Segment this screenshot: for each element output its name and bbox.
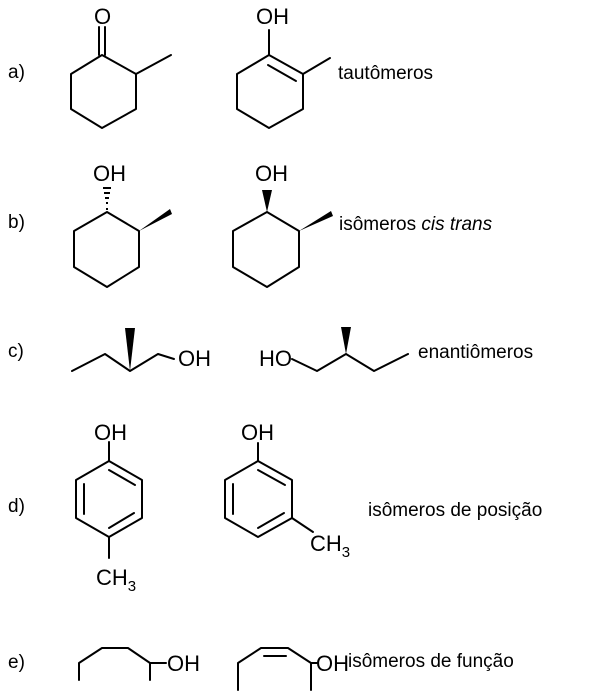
item-label: c) — [8, 341, 24, 362]
molecule-2-methylcyclohexanone: O — [70, 4, 172, 129]
aromatic-bond-1 — [257, 469, 286, 486]
relation-note: enantiômeros — [418, 342, 533, 363]
hydroxyl-label: OH — [94, 420, 127, 445]
chain-bonds — [71, 353, 175, 372]
molecule-2-methylbutanol-1: OH — [71, 328, 211, 372]
relation-note: isômeros cis trans — [339, 214, 493, 235]
aromatic-bond-2 — [108, 512, 135, 529]
item-label: b) — [8, 212, 25, 233]
molecule-trans-2-methylcyclohexanol: OH — [73, 161, 172, 288]
methyl-bond — [291, 517, 314, 533]
hydroxyl-label: HO — [259, 346, 292, 371]
hydroxyl-label: OH — [178, 346, 211, 371]
double-bond-inner — [267, 64, 297, 82]
relation-note: isômeros de função — [348, 651, 514, 672]
item-d: d) OH CH3 OH CH3 isômeros de posição — [8, 420, 542, 595]
methyl-bond — [135, 54, 172, 75]
solid-wedge-oh — [262, 190, 272, 212]
item-b: b) OH OH isômeros cis trans — [8, 161, 493, 288]
molecule-phenol: OH — [237, 647, 349, 691]
methyl-label: CH3 — [96, 565, 136, 595]
molecule-2-methylbutanol-2: HO — [259, 327, 409, 372]
methyl-label: CH3 — [310, 531, 350, 561]
molecule-cyclohexanol: OH — [78, 647, 200, 681]
relation-note: tautômeros — [338, 63, 433, 84]
item-a: a) O OH tautômeros — [8, 4, 433, 129]
ring-bonds — [73, 211, 140, 288]
item-c: c) OH HO enantiômeros — [8, 327, 533, 372]
relation-note-text: isômeros — [339, 214, 421, 235]
hydroxyl-label: OH — [256, 4, 289, 29]
hydroxyl-label: OH — [93, 161, 126, 186]
hashed-wedge-oh — [103, 187, 111, 210]
ring-bonds — [75, 460, 143, 538]
relation-note-italic: cis trans — [421, 214, 492, 235]
molecule-enol: OH — [236, 4, 331, 129]
ring-bonds — [78, 647, 151, 681]
molecule-m-cresol: OH CH3 — [224, 420, 350, 561]
methyl-label-main: CH — [310, 531, 342, 556]
solid-wedge-methyl — [139, 209, 172, 231]
molecule-cis-2-methylcyclohexanol: OH — [232, 161, 333, 288]
oxygen-atom: O — [94, 4, 111, 29]
ring-bonds — [232, 211, 300, 288]
item-label: a) — [8, 62, 25, 83]
ring-bonds — [237, 647, 312, 691]
molecule-p-cresol: OH CH3 — [75, 420, 143, 595]
ring-bonds — [224, 460, 293, 538]
ring-bonds — [70, 54, 137, 129]
item-label: d) — [8, 496, 25, 517]
solid-wedge-methyl — [341, 327, 351, 354]
item-label: e) — [8, 652, 25, 673]
methyl-label-subscript: 3 — [128, 578, 136, 595]
hydroxyl-label: OH — [167, 651, 200, 676]
relation-note: isômeros de posição — [368, 500, 542, 521]
solid-wedge-methyl — [299, 211, 333, 231]
hydroxyl-label: OH — [316, 651, 349, 676]
item-e: e) OH OH isômeros de função — [8, 647, 514, 691]
methyl-bond — [302, 57, 331, 75]
methyl-label-subscript: 3 — [342, 544, 350, 561]
methyl-label-main: CH — [96, 565, 128, 590]
hydroxyl-label: OH — [241, 420, 274, 445]
aromatic-bond-1 — [108, 469, 136, 486]
chain-bonds — [291, 353, 409, 372]
hydroxyl-label: OH — [255, 161, 288, 186]
aromatic-bond-2 — [257, 512, 285, 529]
solid-wedge-methyl — [125, 328, 135, 371]
